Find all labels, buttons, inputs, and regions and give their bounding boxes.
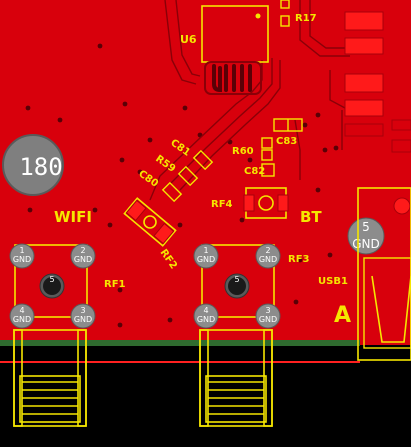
- rf1-pin-3: 3 GND: [70, 303, 96, 329]
- right-connector-pads: [344, 11, 411, 153]
- c81-component: [192, 149, 214, 171]
- svg-text:GND: GND: [352, 237, 380, 251]
- r59-component: [177, 165, 199, 187]
- hole-180-label: 180: [19, 153, 62, 181]
- usb1-inner-frame: [363, 257, 411, 349]
- rf1-pin-4: 4 GND: [9, 303, 35, 329]
- svg-text:GND: GND: [13, 255, 31, 264]
- rf3-pin-4: 4 GND: [193, 303, 219, 329]
- rf3-pin-1: 1 GND: [193, 243, 219, 269]
- svg-text:GND: GND: [74, 315, 92, 324]
- rf3-pin-5: 5: [224, 273, 250, 299]
- c82-label: C82: [244, 166, 265, 177]
- svg-text:2: 2: [265, 246, 270, 255]
- via-group: [25, 43, 339, 328]
- r60-label: R60: [232, 146, 254, 157]
- c83-label: C83: [276, 136, 297, 147]
- bt-label: BT: [300, 208, 322, 226]
- svg-text:1: 1: [19, 246, 24, 255]
- usb-a-label: A: [334, 303, 351, 328]
- svg-text:1: 1: [203, 246, 208, 255]
- rf1-label: RF1: [104, 279, 126, 290]
- rf3-coil-footprint: [199, 329, 273, 427]
- wifi-label: WIFI: [54, 208, 92, 226]
- rf4-pad-left: [243, 194, 255, 212]
- rf1-outline: [14, 244, 88, 318]
- rf3-label: RF3: [288, 254, 310, 265]
- svg-text:GND: GND: [259, 315, 277, 324]
- u6-label: U6: [180, 33, 197, 46]
- board-edge-green: [0, 340, 360, 346]
- rf2-connector: [123, 197, 177, 247]
- u6-pad-frame: [204, 61, 262, 95]
- rf3-outline: [201, 244, 275, 318]
- usb1-label: USB1: [318, 276, 348, 287]
- rf4-pad-right: [277, 194, 289, 212]
- usb1-outline: [357, 187, 411, 361]
- rf1-pin-5: 5: [39, 273, 65, 299]
- rf1-pin-2: 2 GND: [70, 243, 96, 269]
- rf1-pin-1: 1 GND: [9, 243, 35, 269]
- mounting-hole-180: [2, 134, 64, 196]
- svg-text:5: 5: [49, 275, 54, 284]
- usb1-shield-pin: 5 GND: [347, 217, 385, 255]
- svg-text:GND: GND: [74, 255, 92, 264]
- u6-pin1-dot: [255, 13, 261, 19]
- u6-pads: [212, 64, 252, 93]
- svg-text:4: 4: [203, 306, 208, 315]
- r60-pad-b: [261, 149, 273, 161]
- usb1-a-symbol: [371, 275, 411, 343]
- svg-text:3: 3: [265, 306, 270, 315]
- rf1-coil-footprint: [13, 329, 87, 427]
- svg-text:5: 5: [234, 275, 239, 284]
- r60-pad-a: [261, 137, 273, 149]
- svg-text:4: 4: [19, 306, 24, 315]
- c82-pad: [261, 163, 275, 177]
- svg-text:GND: GND: [259, 255, 277, 264]
- svg-text:2: 2: [80, 246, 85, 255]
- svg-text:GND: GND: [13, 315, 31, 324]
- svg-text:5: 5: [362, 220, 370, 234]
- c80-component: [161, 181, 183, 203]
- r17-pad-top: [280, 0, 290, 9]
- usb1-mount-pad: [393, 197, 411, 215]
- svg-text:GND: GND: [197, 315, 215, 324]
- rf4-label: RF4: [211, 199, 233, 210]
- r17-label: R17: [295, 13, 317, 24]
- rf2-center-pin: [143, 215, 157, 229]
- svg-text:GND: GND: [197, 255, 215, 264]
- r17-pad-bottom: [280, 15, 290, 27]
- rf3-pin-3: 3 GND: [255, 303, 281, 329]
- rf4-center-pin: [258, 195, 274, 211]
- rf3-pin-2: 2 GND: [255, 243, 281, 269]
- svg-text:3: 3: [80, 306, 85, 315]
